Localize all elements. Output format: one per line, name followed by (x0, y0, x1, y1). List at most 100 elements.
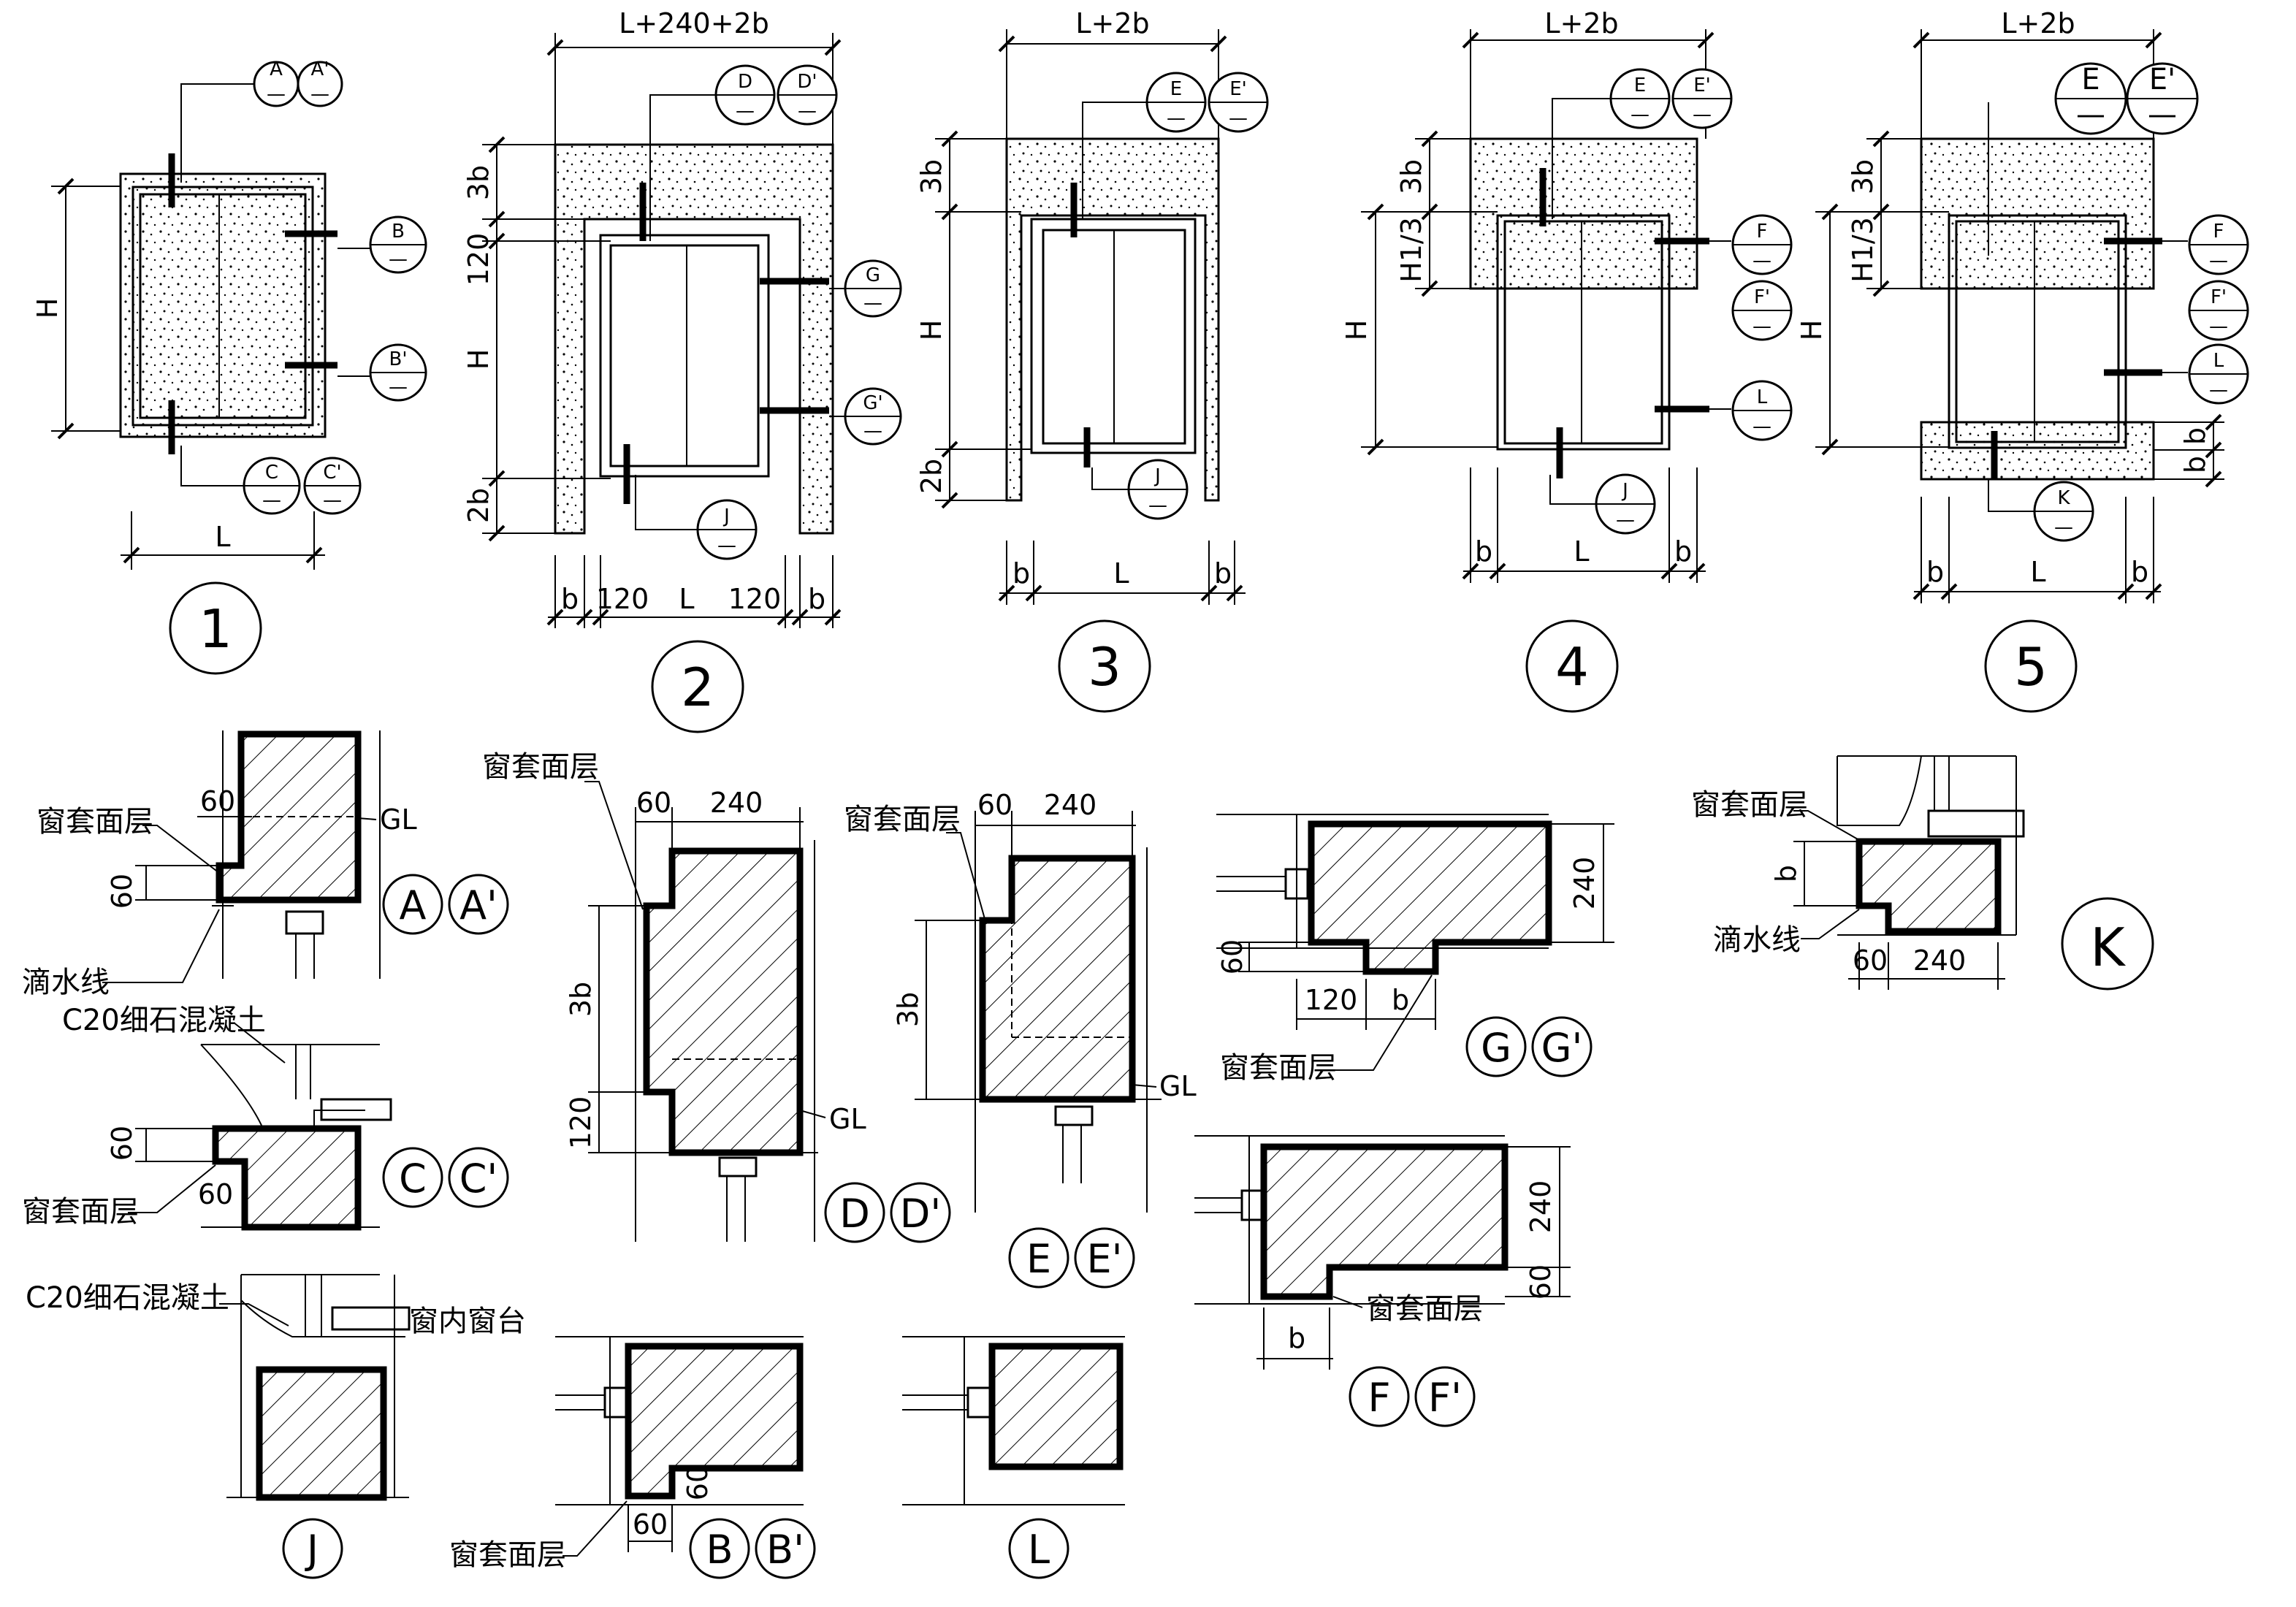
label-cover-layer-D: 窗套面层 (482, 750, 599, 784)
marker-K-5: K — (2033, 481, 2094, 542)
svg-text:3b: 3b (462, 165, 495, 200)
detail-tag-D: D D' (824, 1182, 951, 1243)
svg-text:F: F (1368, 1375, 1390, 1421)
svg-text:B': B' (766, 1527, 804, 1573)
svg-text:K: K (2057, 487, 2070, 509)
detail-F: 240 60 b 窗套面层 F F' (1194, 1135, 1571, 1427)
svg-text:b: b (1012, 557, 1030, 589)
svg-text:5: 5 (2014, 636, 2048, 698)
marker-E-3: E — (1145, 72, 1207, 133)
marker-E-4: E — (1609, 68, 1671, 129)
marker-E-prime-5: E' — (2126, 62, 2199, 135)
svg-text:120: 120 (728, 583, 782, 615)
svg-text:L: L (2213, 350, 2224, 372)
svg-text:E: E (1634, 75, 1646, 96)
svg-text:—: — (323, 489, 342, 511)
svg-text:b: b (2131, 556, 2148, 588)
svg-text:—: — (1616, 509, 1635, 531)
svg-text:H: H (1796, 320, 1828, 341)
svg-text:b: b (1288, 1322, 1305, 1354)
detail-tag-K: K (2061, 897, 2154, 990)
label-cover-layer-G: 窗套面层 (1220, 1051, 1337, 1085)
marker-B-prime: B' — (369, 343, 427, 402)
marker-C-prime: C' — (303, 457, 362, 515)
svg-text:H: H (1340, 320, 1373, 341)
detail-tag-B: B B' (689, 1518, 816, 1579)
svg-text:—: — (863, 420, 882, 442)
svg-text:2b: 2b (915, 459, 947, 494)
svg-text:C: C (399, 1156, 427, 1202)
svg-text:b: b (1674, 535, 1692, 568)
marker-A-prime: A' — (297, 58, 343, 107)
svg-text:120: 120 (462, 233, 495, 286)
marker-B: B — (369, 215, 427, 274)
svg-text:J: J (1153, 465, 1161, 487)
svg-text:F': F' (1754, 286, 1770, 308)
svg-text:120: 120 (596, 583, 649, 615)
marker-G-prime: G' — (844, 387, 902, 446)
marker-D-prime: D' — (777, 64, 838, 126)
svg-text:L+2b: L+2b (2001, 7, 2075, 39)
svg-text:H: H (915, 320, 947, 341)
elevation-number-4: 4 (1525, 619, 1619, 713)
svg-text:b: b (561, 583, 579, 615)
svg-text:C': C' (323, 462, 341, 484)
svg-text:E': E' (1087, 1236, 1123, 1282)
svg-text:120: 120 (1305, 984, 1358, 1016)
svg-text:GL: GL (829, 1103, 866, 1135)
elevation-5: L+2b H 3b H1/3 b b b (1796, 7, 2249, 713)
elevation-number-2: 2 (651, 640, 744, 733)
svg-text:GL: GL (380, 804, 417, 836)
svg-text:—: — (2076, 98, 2105, 131)
svg-text:F': F' (2211, 286, 2227, 308)
svg-text:60: 60 (682, 1465, 714, 1500)
marker-J-2: J — (696, 499, 758, 560)
svg-text:B: B (706, 1527, 733, 1573)
detail-L: L (902, 1336, 1125, 1579)
svg-text:4: 4 (1555, 636, 1589, 698)
marker-J-3: J — (1127, 459, 1189, 520)
label-c20-concrete-C: C20细石混凝土 (62, 1004, 266, 1037)
svg-text:60: 60 (636, 787, 671, 819)
svg-text:C': C' (459, 1156, 498, 1202)
svg-text:b: b (1475, 535, 1492, 568)
svg-text:3b: 3b (1395, 159, 1427, 194)
marker-L-4: L — (1731, 380, 1793, 441)
svg-text:b: b (1214, 557, 1232, 589)
label-cover-layer-C: 窗套面层 (22, 1195, 139, 1229)
svg-text:3b: 3b (1847, 159, 1879, 194)
svg-text:K: K (2090, 917, 2126, 978)
detail-A: 60 60 GL 窗套面层 滴水线 A A' (22, 730, 509, 999)
svg-text:—: — (262, 489, 281, 511)
detail-tag-G: G G' (1465, 1016, 1593, 1077)
svg-text:G': G' (1541, 1025, 1583, 1071)
dim-H-1: H (31, 298, 64, 319)
svg-text:B': B' (389, 348, 408, 370)
svg-text:60: 60 (1216, 939, 1248, 974)
elevation-3: L+2b 3b H 2b b L b E — (915, 7, 1269, 713)
svg-text:J: J (305, 1527, 319, 1573)
detail-J: C20细石混凝土 窗内窗台 J (26, 1274, 526, 1579)
label-cover-layer-F: 窗套面层 (1366, 1292, 1483, 1326)
label-drip-line-K: 滴水线 (1713, 923, 1801, 957)
marker-A: A — (253, 58, 300, 107)
marker-G: G — (844, 259, 902, 318)
svg-text:—: — (2148, 98, 2177, 131)
svg-text:G: G (866, 264, 880, 286)
svg-text:—: — (389, 248, 408, 270)
svg-text:E': E' (1693, 75, 1711, 96)
marker-E-prime-4: E' — (1671, 68, 1733, 129)
svg-text:E': E' (1229, 78, 1247, 100)
elevation-number-1: 1 (169, 581, 262, 675)
detail-tag-J: J (282, 1518, 343, 1579)
svg-text:A': A' (311, 58, 329, 80)
svg-text:60: 60 (106, 874, 138, 909)
svg-text:A: A (270, 58, 283, 80)
svg-text:3b: 3b (565, 982, 597, 1017)
svg-text:L: L (1757, 386, 1768, 408)
svg-text:—: — (1752, 316, 1771, 337)
svg-text:—: — (1693, 104, 1712, 126)
svg-text:H: H (462, 349, 495, 370)
label-cover-layer-A: 窗套面层 (37, 805, 153, 839)
svg-text:L: L (679, 583, 694, 615)
